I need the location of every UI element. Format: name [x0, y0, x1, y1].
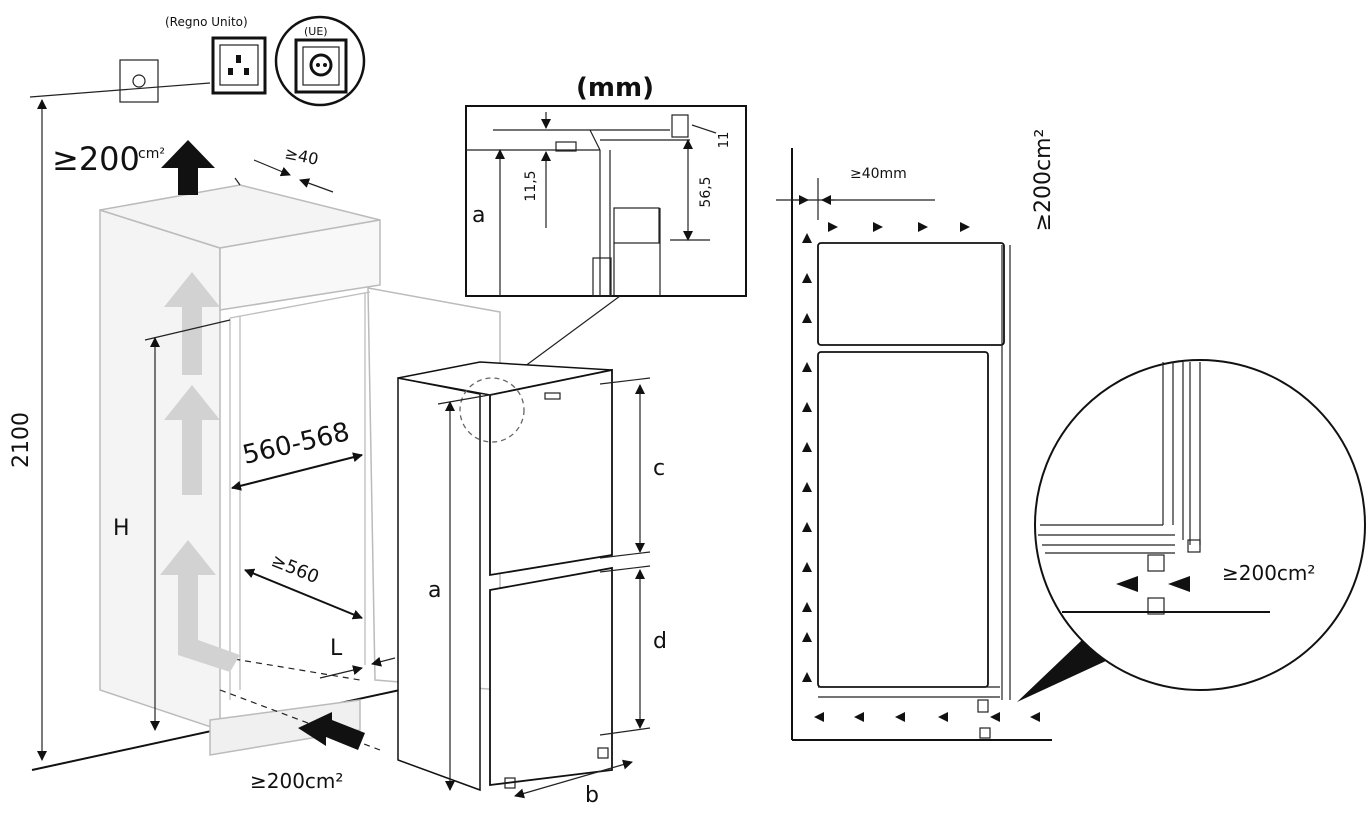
detail-a-label: a: [472, 203, 485, 228]
top-vent-unit: cm²: [138, 146, 165, 162]
top-vent-value: ≥200: [52, 140, 140, 178]
side-gap-label: ≥40mm: [850, 166, 907, 182]
wall-outlet-icon: [119, 59, 159, 103]
detail-dim-11-5: 11,5: [523, 170, 539, 201]
cabinet-drawing: 2100 ≥200 cm² ≥40 H: [9, 99, 501, 793]
zoom-vent-label: ≥200cm²: [1222, 561, 1315, 585]
appliance-c-label: c: [653, 456, 665, 481]
top-vent-arrow-icon: [161, 140, 215, 195]
unit-title: (mm): [576, 73, 654, 103]
appliance-d-label: d: [653, 629, 667, 654]
detail-dim-56-5: 56,5: [698, 176, 714, 207]
appliance-a-label: a: [428, 578, 441, 603]
airflow-arrows: [160, 272, 240, 672]
detail-box: [465, 105, 747, 297]
eu-socket-icon: [294, 38, 348, 94]
side-view: ≥40mm ≥200cm²: [776, 129, 1366, 741]
appliance-b-label: b: [585, 783, 599, 808]
top-gap-label: ≥40: [283, 143, 320, 169]
bottom-vent-arrow-icon: [298, 712, 365, 750]
uk-socket-icon: [211, 36, 267, 95]
internal-width-label: 560-568: [240, 417, 353, 471]
eu-socket-label: (UE): [304, 25, 328, 38]
sockets: (Regno Unito) (UE): [29, 15, 366, 107]
zoom-pointer-icon: [1017, 640, 1108, 702]
total-height-label: 2100: [9, 412, 34, 468]
gap-label: L: [330, 636, 343, 661]
detail-zoom-marker: [459, 377, 525, 443]
detail-callout: (mm) a 11,5 56,5 11: [465, 73, 747, 376]
uk-socket-label: (Regno Unito): [165, 15, 248, 29]
side-top-vent-label: ≥200cm²: [1031, 129, 1056, 232]
bottom-vent-label: ≥200cm²: [250, 769, 343, 793]
side-airflow-arrows: [802, 222, 1040, 722]
appliance-drawing: a c d b: [397, 361, 667, 808]
detail-dim-11: 11: [717, 132, 732, 149]
height-label: H: [113, 516, 130, 541]
